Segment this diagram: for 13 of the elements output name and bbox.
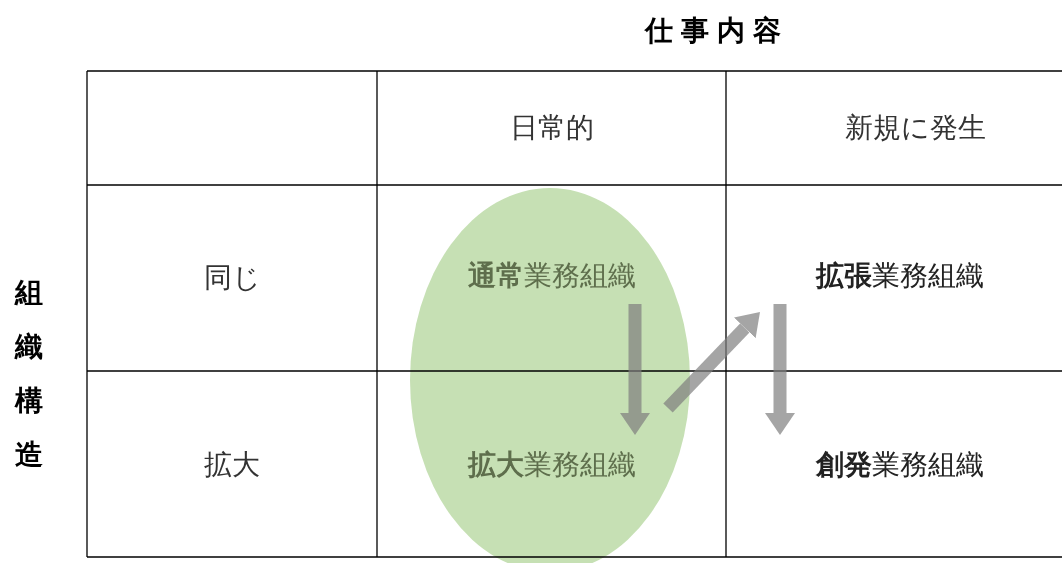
row-header: 同じ xyxy=(203,260,261,296)
column-header: 日常的 xyxy=(510,110,594,146)
column-header: 新規に発生 xyxy=(844,110,986,146)
row-header: 拡大 xyxy=(204,447,260,483)
arrow xyxy=(620,304,650,435)
arrow xyxy=(663,312,760,413)
organization-label: 拡張業務組織 xyxy=(816,258,984,294)
arrow xyxy=(765,304,795,435)
organization-label: 拡大業務組織 xyxy=(468,447,636,483)
organization-label: 創発業務組織 xyxy=(816,447,984,483)
axis-title: 組織構造 xyxy=(13,275,44,473)
organization-label: 通常業務組織 xyxy=(468,258,636,294)
axis-title: 仕事内容 xyxy=(645,13,789,49)
